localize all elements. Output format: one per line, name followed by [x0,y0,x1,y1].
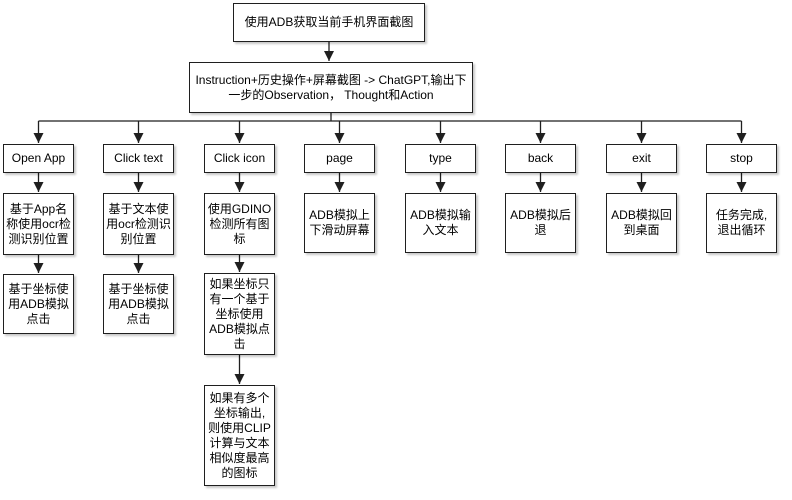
node-action-click-text: Click text [103,144,174,173]
node-stop-loop: 任务完成, 退出循环 [706,193,777,253]
node-action-exit: exit [606,144,677,173]
node-exit-home: ADB模拟回 到桌面 [606,193,677,253]
node-gdino-detect: 使用GDINO 检测所有图 标 [204,193,275,255]
node-page-scroll: ADB模拟上 下滑动屏幕 [304,193,375,253]
node-action-stop: stop [706,144,777,173]
node-action-click-icon: Click icon [204,144,275,173]
node-capture-screenshot: 使用ADB获取当前手机界面截图 [233,3,425,42]
node-action-type: type [405,144,476,173]
node-icon-single-coord: 如果坐标只 有一个基于 坐标使用 ADB模拟点 击 [204,273,275,355]
node-chatgpt-step: Instruction+历史操作+屏幕截图 -> ChatGPT,输出下 一步的… [189,62,473,113]
node-action-open-app: Open App [3,144,74,173]
node-open-app-tap: 基于坐标使 用ADB模拟 点击 [3,274,74,334]
node-action-page: page [304,144,375,173]
node-action-back: back [505,144,576,173]
node-open-app-ocr: 基于App名 称使用ocr检 测识别位置 [3,193,74,255]
node-type-input: ADB模拟输 入文本 [405,193,476,253]
node-icon-multi-clip: 如果有多个 坐标输出, 则使用CLIP 计算与文本 相似度最高 的图标 [204,385,275,486]
node-click-text-ocr: 基于文本使 用ocr检测识 别位置 [103,193,174,255]
node-back-action: ADB模拟后 退 [505,193,576,253]
node-click-text-tap: 基于坐标使 用ADB模拟 点击 [103,274,174,334]
